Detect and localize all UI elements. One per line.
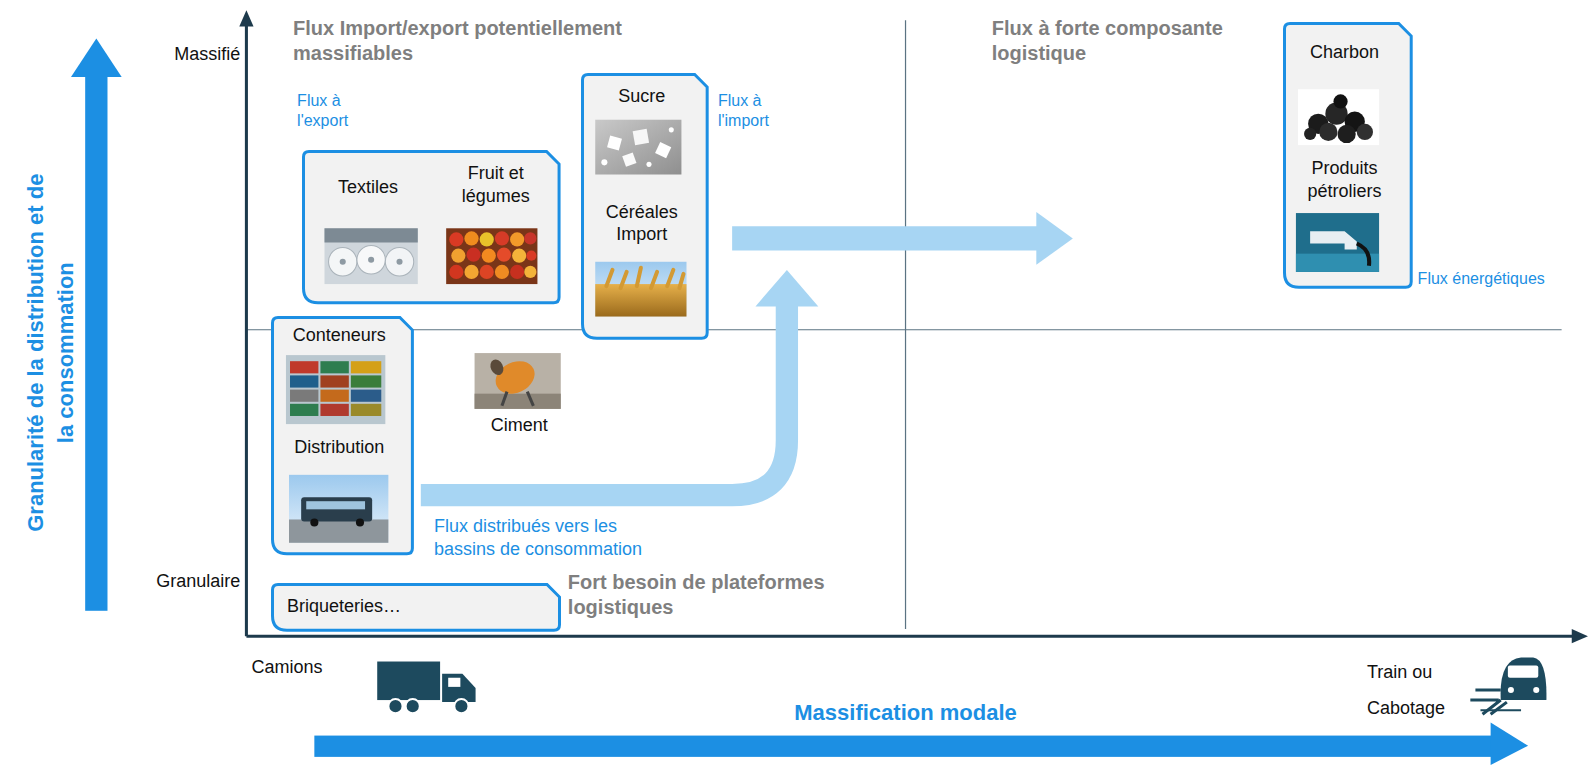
- flow-note: Flux à l'export: [297, 91, 373, 131]
- massification-arrow-head: [1491, 722, 1529, 765]
- box-border: [304, 152, 560, 303]
- quadrant-title: Flux Import/export potentiellement massi…: [293, 16, 729, 66]
- axis-level: Granulaire: [101, 570, 240, 593]
- box-text: Conteneurs: [271, 324, 408, 347]
- granularity-arrow: [85, 75, 107, 611]
- flow-note: Flux distribués vers les bassins de cons…: [434, 515, 669, 560]
- box-text-slot: Produits pétroliers: [1289, 157, 1401, 202]
- label-slot: Massifié: [112, 43, 241, 66]
- item-label: Ciment: [468, 414, 569, 437]
- box-text-slot: Briqueteries…: [287, 595, 541, 618]
- box-border: [272, 318, 412, 554]
- textiles-photo: [324, 228, 417, 284]
- flow-group-box: Briqueteries…: [271, 583, 561, 632]
- x-axis-head: [1572, 629, 1588, 643]
- quadrant-divider: [905, 20, 906, 629]
- box-text: Fruit et légumes: [439, 162, 553, 207]
- label-slot: Flux Import/export potentiellement massi…: [293, 16, 729, 66]
- flow-note: Flux énergétiques: [1418, 269, 1580, 289]
- cement-photo: [475, 353, 561, 409]
- y-axis-head: [239, 10, 253, 26]
- box-text-slot: Fruit et légumes: [439, 162, 553, 207]
- sugar-photo: [595, 120, 681, 175]
- label-slot: Flux à l'export: [297, 91, 373, 131]
- box-text-slot: Céréales Import: [586, 201, 698, 246]
- wheat-photo: [595, 262, 686, 317]
- box-text: Textiles: [312, 176, 424, 199]
- box-border: [272, 585, 559, 631]
- box-text-slot: Charbon: [1283, 41, 1407, 64]
- label-slot: Granulaire: [101, 570, 240, 593]
- box-text-slot: Textiles: [312, 176, 424, 199]
- box-border: [583, 75, 708, 339]
- distribution-photo: [289, 475, 388, 543]
- quadrant-title: Fort besoin de plateformes logistiques: [568, 570, 903, 620]
- box-text: Charbon: [1283, 41, 1407, 64]
- axis-title: Massification modale: [740, 699, 1071, 727]
- train-icon: [1470, 657, 1546, 714]
- box-border: [1284, 24, 1411, 288]
- label-slot: Flux distribués vers les bassins de cons…: [434, 515, 669, 560]
- label-slot: Ciment: [468, 414, 569, 437]
- label-slot: Train ou Cabotage: [1367, 654, 1463, 726]
- label-slot: Fort besoin de plateformes logistiques: [568, 570, 903, 620]
- axis-end: Train ou Cabotage: [1367, 654, 1463, 726]
- containers-photo: [286, 355, 385, 424]
- flow-arrow: [732, 226, 1038, 250]
- truck-icon: [377, 662, 475, 714]
- label-slot: Camions: [251, 656, 363, 679]
- flow-note: Flux à l'import: [718, 91, 799, 131]
- box-text: Produits pétroliers: [1289, 157, 1401, 202]
- quadrant-divider: [246, 329, 1561, 330]
- flow-arrow-head: [1036, 212, 1073, 265]
- box-text: Céréales Import: [586, 201, 698, 246]
- box-text-slot: Sucre: [581, 85, 703, 108]
- box-text: Briqueteries…: [287, 595, 541, 618]
- label-slot: Flux à forte composante logistique: [992, 16, 1240, 66]
- box-text: Sucre: [581, 85, 703, 108]
- axis-end: Camions: [251, 656, 363, 679]
- quadrant-title: Flux à forte composante logistique: [992, 16, 1240, 66]
- granularity-arrow-head: [71, 39, 122, 78]
- label-slot: Granularité de la distribution et de la …: [21, 164, 80, 541]
- massification-arrow: [314, 736, 1492, 757]
- flow-arrow-head: [755, 270, 818, 307]
- petrol-photo: [1296, 213, 1379, 272]
- x-axis: [246, 635, 1573, 638]
- fruit-photo: [446, 228, 537, 284]
- label-slot: Flux énergétiques: [1418, 269, 1580, 289]
- box-text-slot: Distribution: [271, 436, 408, 459]
- coal-photo: [1298, 89, 1379, 145]
- label-slot: Massification modale: [740, 699, 1071, 727]
- axis-title: Granularité de la distribution et de la …: [21, 164, 80, 541]
- box-text-slot: Conteneurs: [271, 324, 408, 347]
- box-text: Distribution: [271, 436, 408, 459]
- y-axis: [245, 24, 248, 636]
- axis-level: Massifié: [112, 43, 241, 66]
- label-slot: Flux à l'import: [718, 91, 799, 131]
